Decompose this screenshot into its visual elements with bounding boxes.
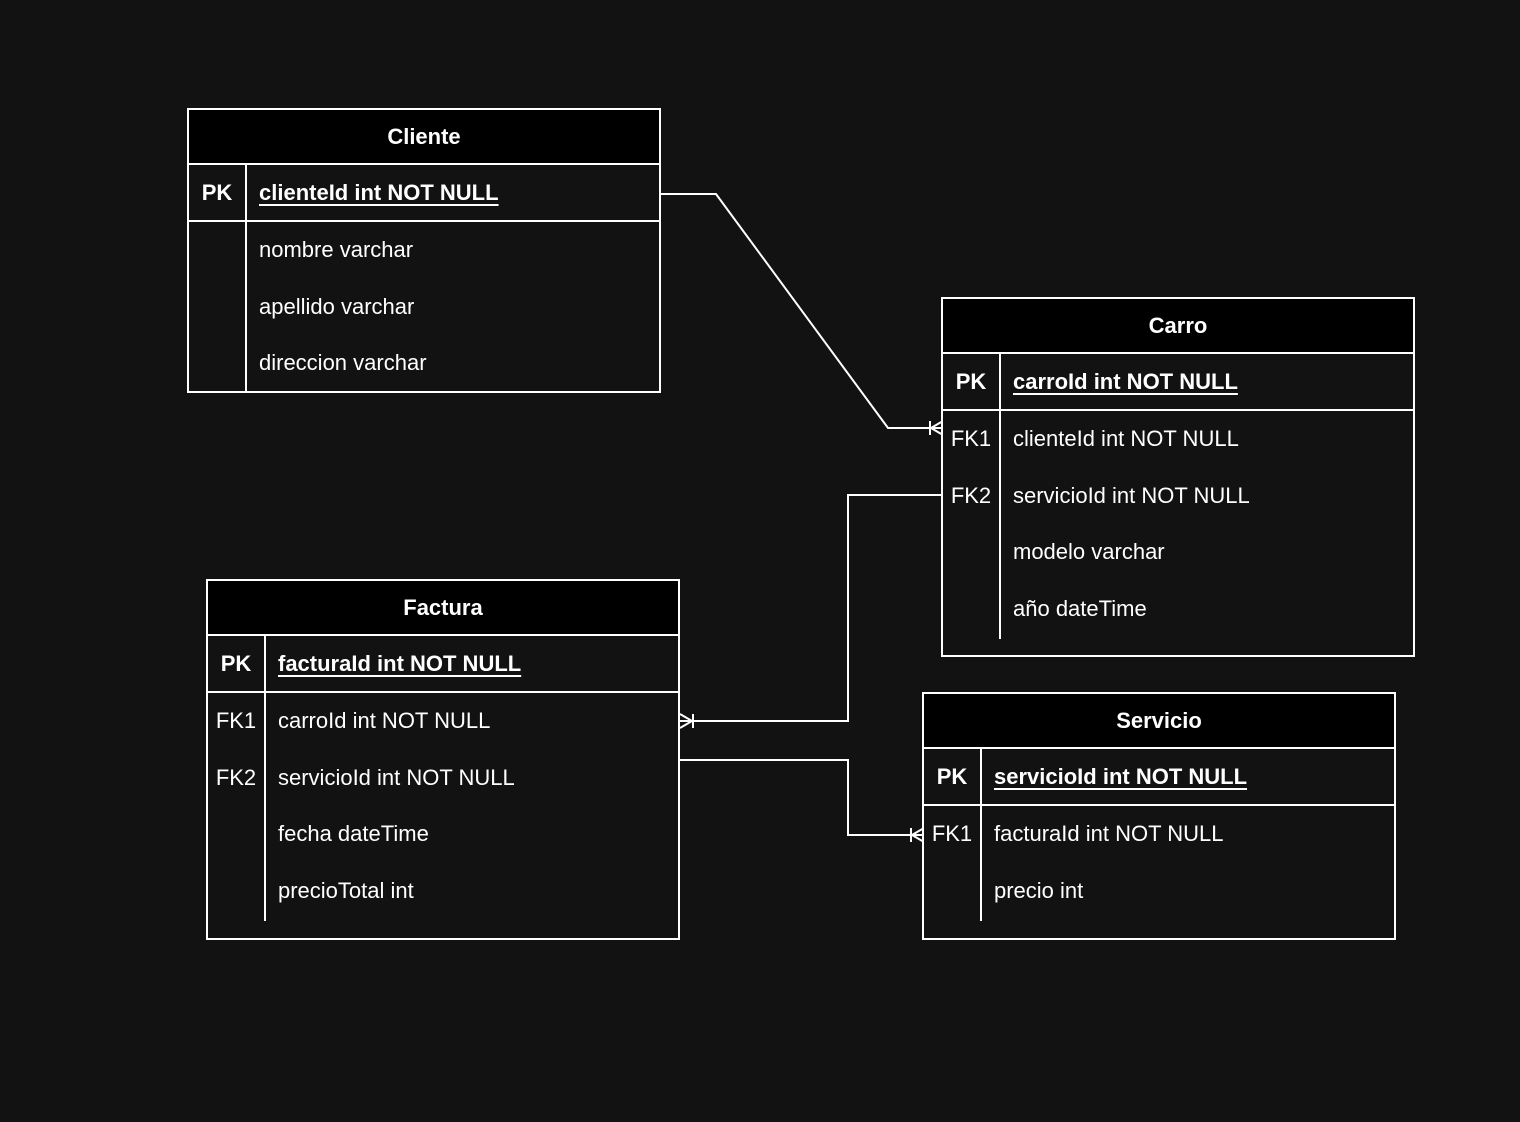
key-label: PK [936, 763, 968, 789]
attribute-row[interactable]: año dateTime [943, 581, 1413, 638]
entity-title: Carro [943, 299, 1413, 354]
field-label: año dateTime [1013, 595, 1147, 621]
key-column-divider [264, 636, 266, 921]
entity-factura[interactable]: Factura PK facturaId int NOT NULL FK1 ca… [206, 579, 680, 940]
field-label: carroId int NOT NULL [1013, 368, 1238, 394]
field-label: servicioId int NOT NULL [278, 764, 515, 790]
key-label [208, 863, 264, 920]
key-column-divider [245, 165, 247, 391]
key-column-divider [999, 354, 1001, 639]
attribute-row[interactable]: FK1 carroId int NOT NULL [208, 693, 678, 750]
field-label: facturaId int NOT NULL [994, 821, 1224, 847]
pk-row[interactable]: PK facturaId int NOT NULL [208, 636, 678, 693]
entity-cliente[interactable]: Cliente PK clienteId int NOT NULL nombre… [187, 108, 661, 393]
key-label [189, 222, 245, 279]
entity-servicio[interactable]: Servicio PK servicioId int NOT NULL FK1 … [922, 692, 1396, 940]
attribute-row[interactable]: FK2 servicioId int NOT NULL [943, 468, 1413, 525]
key-label [924, 863, 980, 920]
field-label: direccion varchar [259, 350, 427, 376]
field-label: nombre varchar [259, 237, 414, 263]
pk-row[interactable]: PK clienteId int NOT NULL [189, 165, 659, 222]
key-label: FK2 [215, 764, 257, 790]
field-label: precioTotal int [278, 877, 414, 903]
key-label [208, 806, 264, 863]
key-label: FK1 [931, 821, 973, 847]
key-label [189, 335, 245, 392]
connector-carro-factura [680, 494, 943, 722]
field-label: modelo varchar [1013, 539, 1165, 565]
key-label [189, 279, 245, 336]
field-label: clienteId int NOT NULL [259, 179, 499, 205]
key-label [943, 581, 999, 638]
attribute-row[interactable]: fecha dateTime [208, 806, 678, 863]
key-label: FK2 [950, 482, 992, 508]
attribute-row[interactable]: precio int [924, 863, 1394, 920]
key-column-divider [980, 749, 982, 921]
attribute-row[interactable]: nombre varchar [189, 222, 659, 279]
key-label: FK1 [215, 708, 257, 734]
attribute-row[interactable]: modelo varchar [943, 524, 1413, 581]
key-label: FK1 [950, 426, 992, 452]
connector-cliente-carro [661, 193, 943, 429]
field-label: apellido varchar [259, 293, 415, 319]
pk-row[interactable]: PK carroId int NOT NULL [943, 354, 1413, 411]
attribute-row[interactable]: direccion varchar [189, 335, 659, 392]
entity-title: Cliente [189, 110, 659, 165]
key-label: PK [220, 650, 252, 676]
key-label [943, 524, 999, 581]
key-label: PK [955, 368, 987, 394]
entity-carro[interactable]: Carro PK carroId int NOT NULL FK1 client… [941, 297, 1415, 657]
key-label: PK [201, 179, 233, 205]
field-label: servicioId int NOT NULL [1013, 482, 1250, 508]
attribute-row[interactable]: precioTotal int [208, 863, 678, 920]
pk-row[interactable]: PK servicioId int NOT NULL [924, 749, 1394, 806]
attribute-row[interactable]: FK1 facturaId int NOT NULL [924, 806, 1394, 863]
attribute-row[interactable]: FK1 clienteId int NOT NULL [943, 411, 1413, 468]
entity-title: Factura [208, 581, 678, 636]
attribute-row[interactable]: FK2 servicioId int NOT NULL [208, 750, 678, 807]
field-label: servicioId int NOT NULL [994, 763, 1248, 789]
entity-title: Servicio [924, 694, 1394, 749]
field-label: precio int [994, 877, 1084, 903]
field-label: fecha dateTime [278, 821, 429, 847]
field-label: carroId int NOT NULL [278, 708, 491, 734]
field-label: facturaId int NOT NULL [278, 650, 522, 676]
connector-factura-servicio [680, 759, 924, 836]
field-label: clienteId int NOT NULL [1013, 426, 1239, 452]
attribute-row[interactable]: apellido varchar [189, 279, 659, 336]
